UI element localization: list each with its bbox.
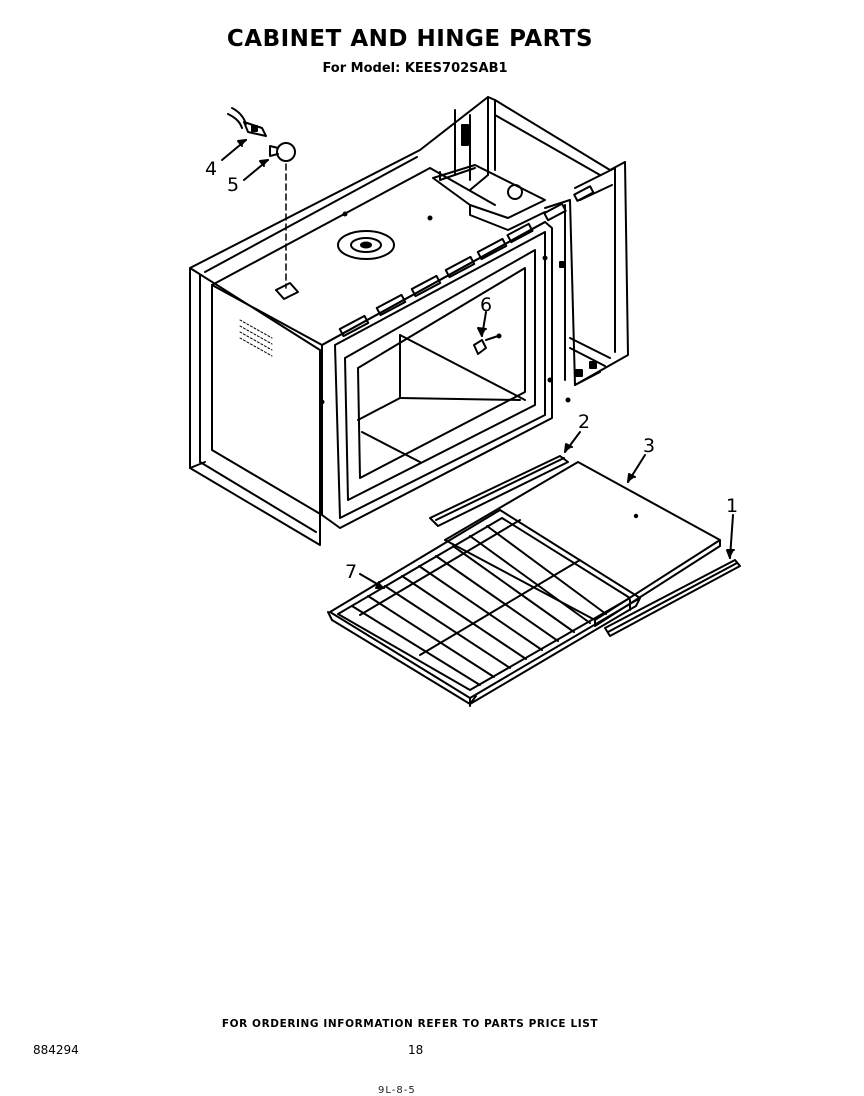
callout-4: 4 xyxy=(205,158,217,180)
document-number: 884294 xyxy=(33,1043,79,1057)
lamp-bulb-part xyxy=(269,142,296,162)
lamp-socket-part xyxy=(227,107,267,137)
shelf-panel-part xyxy=(444,461,721,627)
side-vent xyxy=(239,319,273,357)
callout-7: 7 xyxy=(345,561,357,583)
hinge-part xyxy=(473,333,502,355)
callout-1: 1 xyxy=(726,495,738,517)
page-title: CABINET AND HINGE PARTS xyxy=(226,26,594,52)
callout-2: 2 xyxy=(578,411,590,433)
scan-mark: 9L-8-5 xyxy=(378,1085,416,1096)
ordering-info-note: FOR ORDERING INFORMATION REFER TO PARTS … xyxy=(221,1018,599,1030)
callout-5: 5 xyxy=(227,174,239,196)
page-number: 18 xyxy=(408,1043,424,1057)
callout-3: 3 xyxy=(643,435,655,457)
wire-rack-part xyxy=(327,509,641,707)
vent-slots xyxy=(338,185,595,338)
model-subtitle: For Model: KEES702SAB1 xyxy=(322,61,508,76)
callout-6: 6 xyxy=(480,294,492,316)
front-rail-part xyxy=(604,559,741,637)
rear-rail-part xyxy=(429,455,569,527)
oven-cabinet xyxy=(189,96,629,546)
